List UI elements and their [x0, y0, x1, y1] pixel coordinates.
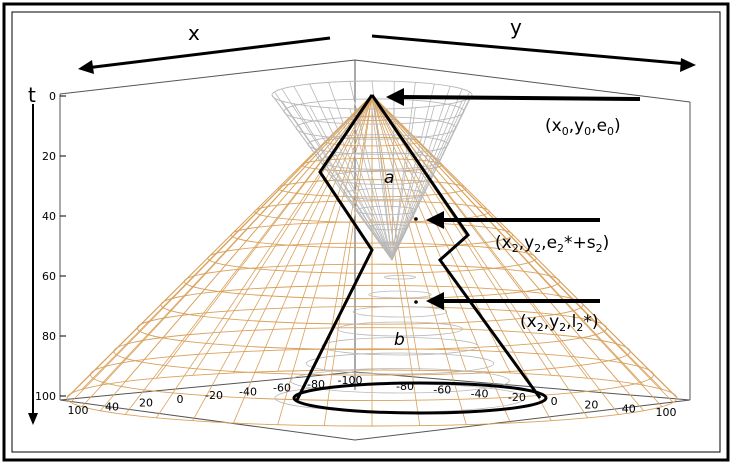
base-tick-label-left: -20 [205, 389, 223, 402]
base-tick-label-left: 40 [105, 400, 119, 413]
inner-cone-ring [305, 352, 495, 375]
inner-cone-spoke [309, 83, 393, 261]
base-tick-label-left: -80 [307, 378, 325, 391]
outer-cone-spoke [99, 94, 373, 386]
outer-cone-spoke [371, 94, 620, 382]
base-tick-label-left: 0 [177, 393, 184, 406]
region-a-label: a [384, 168, 394, 188]
t-tick-label: 20 [42, 150, 56, 163]
inner-cone-spoke [309, 105, 393, 261]
box-walls [59, 59, 691, 441]
t-tick-label: 100 [35, 390, 56, 403]
outer-cone-spoke [371, 94, 588, 379]
y-axis-arrow [371, 34, 696, 72]
inner-cone-spoke [271, 94, 393, 261]
outer-cone-spoke [371, 94, 467, 372]
inner-cone-spoke [391, 83, 435, 261]
outer-cone-spoke [277, 94, 373, 372]
y-axis-label: y [510, 15, 522, 39]
point-middle [414, 217, 418, 221]
t-axis-ticks: 0 20 40 60 80 100 [35, 90, 66, 403]
inner-cone-ring [383, 275, 417, 280]
inner-cone-spoke [391, 103, 451, 261]
inner-cone-spoke [371, 80, 393, 261]
lower-pointer-arrow [426, 292, 600, 310]
inner-cone-spoke [349, 81, 393, 261]
outer-cone-spoke [371, 94, 620, 415]
outer-cone-spoke [371, 94, 645, 386]
base-tick-label-right: 0 [551, 395, 558, 408]
outer-cone-mesh [66, 94, 678, 427]
region-b-label: b [394, 330, 405, 350]
outer-cone-spoke [192, 94, 373, 421]
outer-cone-spoke [233, 94, 373, 424]
inner-cone-spoke [293, 86, 393, 261]
inner-cone-spoke [328, 82, 393, 261]
t-tick-label: 60 [42, 270, 56, 283]
outer-cone-spoke [371, 94, 674, 394]
inner-cone-spoke [274, 91, 393, 261]
t-tick-label: 40 [42, 210, 56, 223]
t-axis-arrow [28, 104, 38, 425]
base-ellipse [292, 381, 548, 415]
inner-cone-ring [337, 321, 463, 337]
outer-cone-spoke [371, 94, 663, 390]
base-tick-label-left: -60 [273, 382, 291, 395]
base-axis-ticks: 100 40 20 0 -20 -40 -60 -80 -100 -80 -60 -40 -20 0 20 4… [68, 374, 677, 419]
inner-cone-spoke [391, 91, 470, 261]
inner-cone-ring [352, 306, 448, 318]
middle-pointer-arrow [426, 211, 600, 229]
apex-annotation: (x0,y0,e0) [545, 116, 621, 138]
inner-cone-ring [368, 290, 432, 299]
base-tick-label-right: -40 [471, 387, 489, 400]
cone-outline [295, 94, 374, 401]
outer-cone-spoke [81, 94, 373, 390]
inner-cone-spoke [391, 86, 451, 261]
outer-cone-spoke [277, 94, 373, 425]
outer-cone-spoke [70, 94, 373, 394]
inner-cone-spoke [391, 100, 463, 261]
apex-pointer-arrow [386, 88, 641, 106]
base-tick-label-right: -20 [508, 391, 526, 404]
inner-cone-spoke [328, 107, 393, 261]
inner-cone-spoke [349, 108, 393, 261]
inner-cone-spoke [391, 105, 435, 261]
base-tick-label-right: -60 [433, 384, 451, 397]
base-tick-label-left: -100 [338, 374, 363, 387]
base-tick-label-right: 40 [622, 402, 636, 415]
middle-annotation: (x2,y2,e2*+s2) [495, 233, 609, 255]
outer-cone-spoke [371, 94, 552, 376]
x-axis-label: x [188, 21, 200, 45]
base-tick-label-left: 100 [68, 404, 89, 417]
inner-cone-ring [321, 337, 479, 356]
inner-cone-spoke [391, 107, 416, 261]
t-tick-label: 80 [42, 330, 56, 343]
x-axis-arrow [78, 36, 331, 74]
outer-cone-spoke [124, 94, 373, 415]
t-tick-label: 0 [49, 90, 56, 103]
t-axis-label: t [28, 83, 36, 107]
inner-cone-spoke [281, 88, 393, 261]
base-tick-label-left: 20 [139, 397, 153, 410]
outer-cone-spoke [371, 94, 552, 421]
base-tick-label-right: 20 [584, 399, 598, 412]
outer-cone-spoke [233, 94, 373, 374]
inner-cone-spoke [391, 81, 395, 261]
cone-outline-right [370, 94, 542, 399]
outer-cone-spoke [124, 94, 373, 382]
point-lower [414, 300, 418, 304]
base-tick-label-right: -80 [396, 380, 414, 393]
inner-cone-spoke [391, 82, 416, 261]
inner-frame [11, 11, 721, 453]
inner-cone-ring [290, 368, 510, 394]
base-tick-label-right: 100 [656, 406, 677, 419]
outer-cone-spoke [156, 94, 373, 379]
base-tick-label-left: -40 [239, 385, 257, 398]
inner-cone-spoke [371, 108, 393, 261]
lower-annotation: (x2,y2,l2*) [520, 312, 598, 334]
